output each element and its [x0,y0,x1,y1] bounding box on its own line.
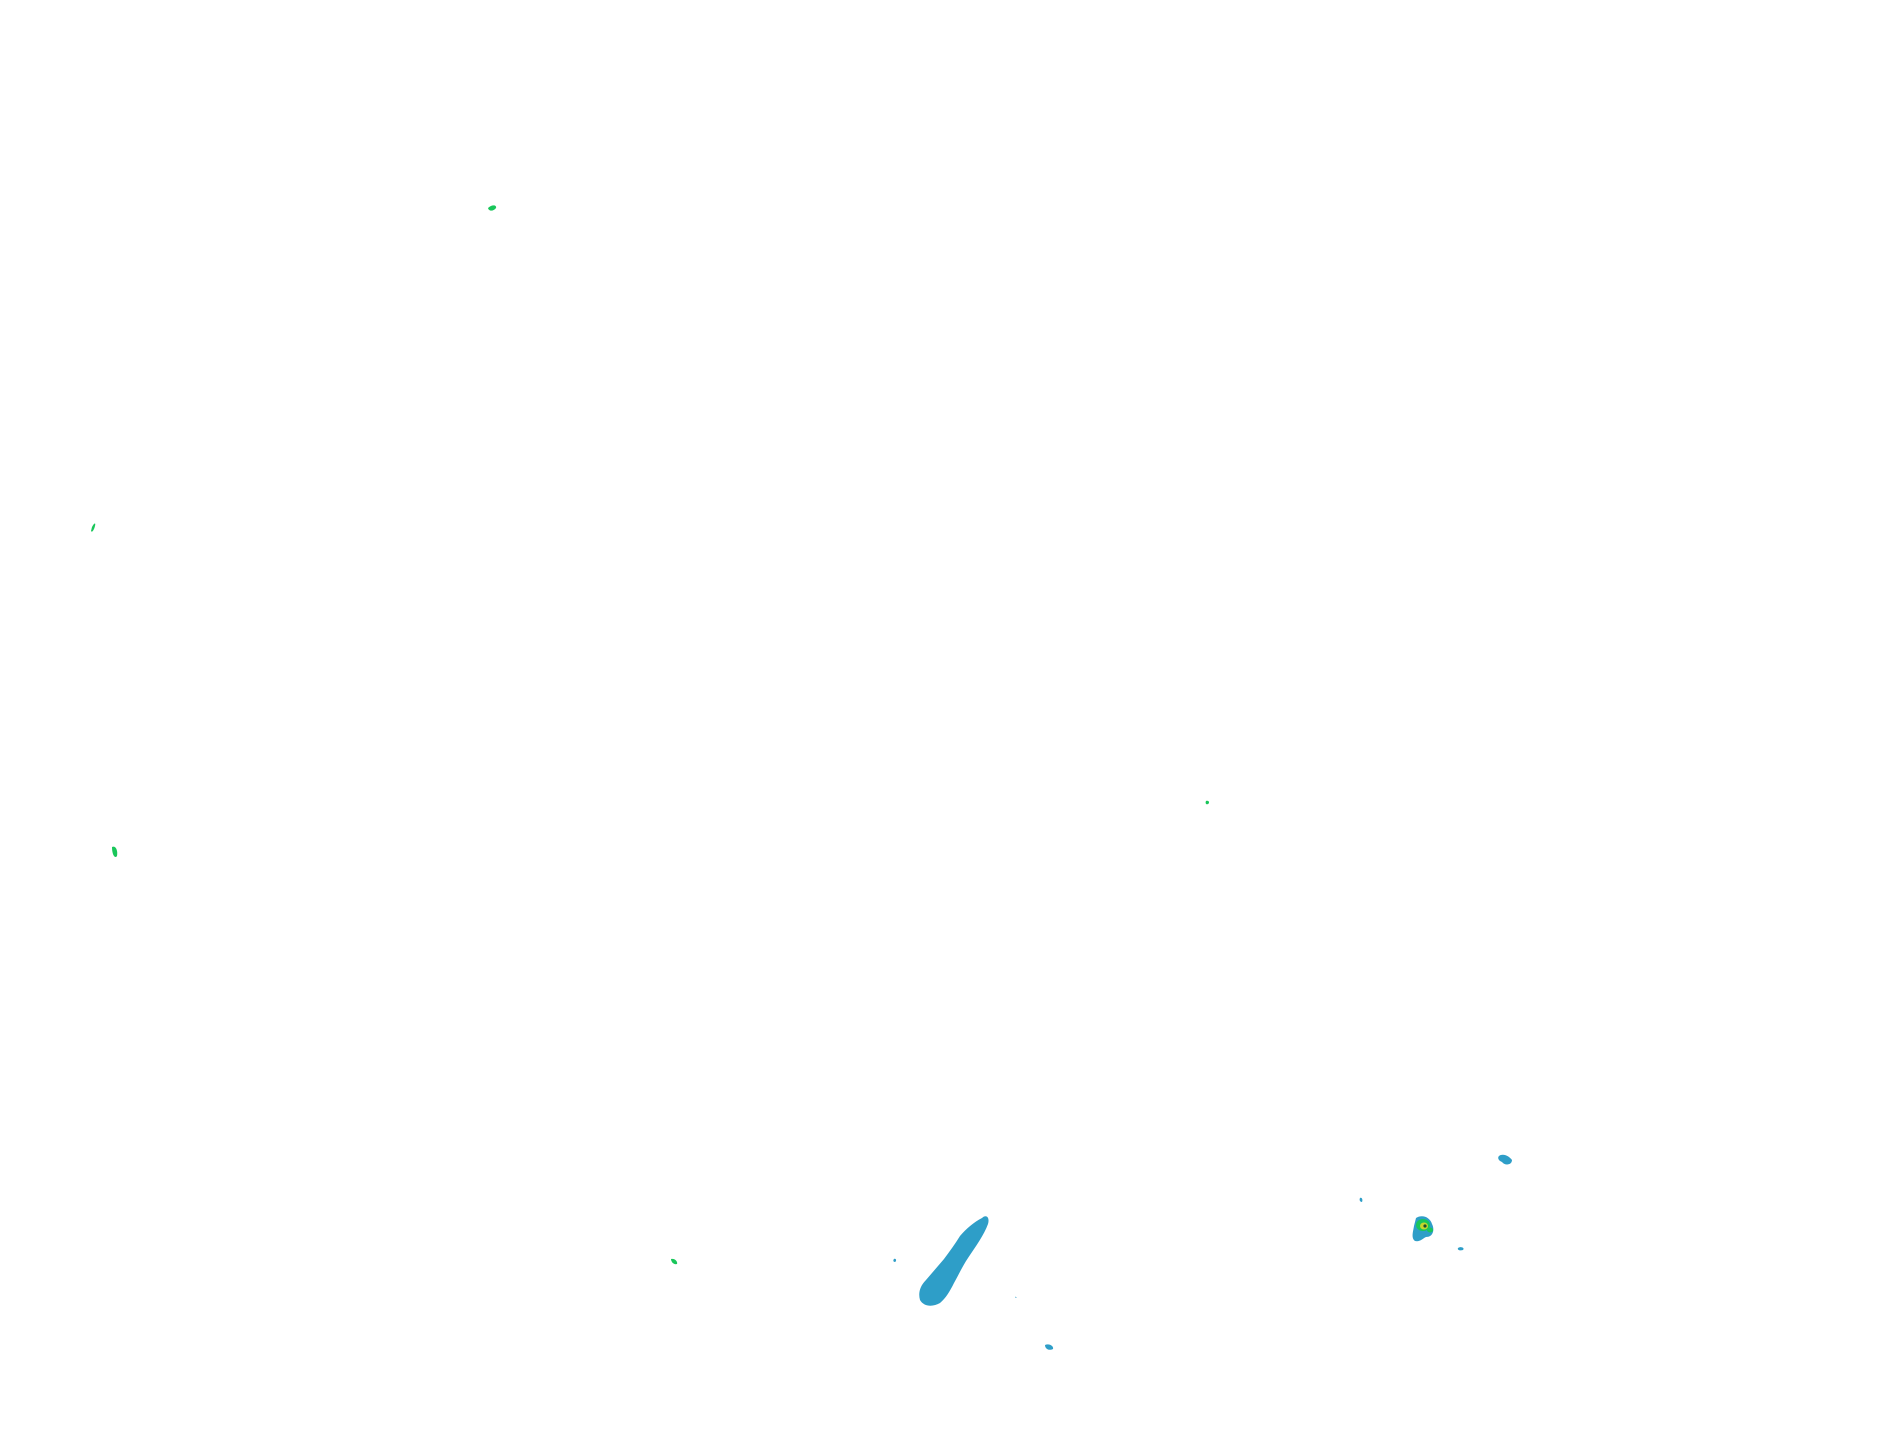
green-speck-left-upper [91,523,96,532]
blue-speck-bottom [1045,1344,1054,1350]
cluster-green-edge [1427,1227,1433,1233]
green-speck-left-middle [112,846,118,857]
cluster-dark-dot [1423,1224,1427,1228]
teal-speck-center [1205,800,1210,805]
blue-elongated-body [919,1216,989,1306]
blue-speck-right-2 [1359,1197,1363,1202]
green-speck-top [488,205,497,211]
blue-speck-right-1 [1498,1154,1512,1165]
green-speck-bottom-left [671,1258,678,1265]
blue-speck-small-1 [893,1258,897,1262]
blue-speck-right-3 [1457,1247,1464,1251]
blue-speck-small-2 [1015,1296,1017,1298]
